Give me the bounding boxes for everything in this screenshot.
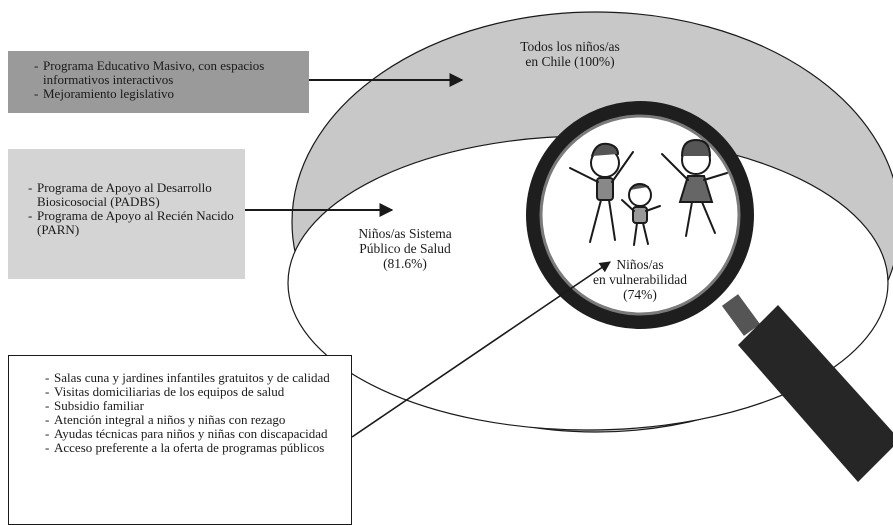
universal-item-1: Programa Educativo Masivo, con espacios … bbox=[34, 59, 309, 87]
public-item-1: Programa de Apoyo al Desarrollo Biosicos… bbox=[28, 181, 245, 209]
girl-figure bbox=[661, 138, 728, 237]
vulnerable-item-2: Visitas domiciliarias de los equipos de … bbox=[45, 385, 351, 400]
small-child-figure bbox=[621, 183, 661, 246]
vulnerable-item-5: Ayudas técnicas para niños y niñas con d… bbox=[45, 427, 351, 442]
public-system-line1: Niños/as Sistema bbox=[358, 226, 452, 241]
public-item-2: Programa de Apoyo al Recién Nacido (PARN… bbox=[28, 209, 245, 237]
all-children-line2: en Chile (100%) bbox=[525, 54, 615, 69]
boy-figure bbox=[569, 142, 634, 243]
children-illustration bbox=[569, 138, 728, 246]
public-system-line3: (81.6%) bbox=[383, 256, 427, 271]
vulnerable-item-4: Atención integral a niños y niñas con re… bbox=[45, 413, 351, 428]
vulnerable-item-3: Subsidio familiar bbox=[45, 399, 351, 414]
public-system-label: Niños/as Sistema Público de Salud (81.6%… bbox=[330, 226, 480, 271]
public-health-programs-box: Programa de Apoyo al Desarrollo Biosicos… bbox=[8, 149, 245, 279]
universal-item-2: Mejoramiento legislativo bbox=[34, 87, 309, 102]
vulnerable-programs-box: Salas cuna y jardines infantiles gratuit… bbox=[8, 355, 352, 525]
vulnerable-line2: en vulnerabilidad bbox=[592, 272, 688, 287]
vulnerable-label: Niños/as en vulnerabilidad (74%) bbox=[565, 257, 715, 302]
all-children-line1: Todos los niños/as bbox=[520, 39, 620, 54]
magnifier-handle bbox=[721, 294, 893, 482]
vulnerable-item-1: Salas cuna y jardines infantiles gratuit… bbox=[45, 371, 351, 386]
vulnerable-item-6: Acceso preferente a la oferta de program… bbox=[45, 441, 351, 456]
universal-programs-box: Programa Educativo Masivo, con espacios … bbox=[8, 51, 309, 113]
all-children-label: Todos los niños/as en Chile (100%) bbox=[470, 39, 670, 69]
arrow-vulnerable bbox=[351, 261, 611, 438]
vulnerable-line3: (74%) bbox=[623, 287, 657, 302]
public-system-line2: Público de Salud bbox=[359, 241, 451, 256]
vulnerable-line1: Niños/as bbox=[616, 257, 664, 272]
